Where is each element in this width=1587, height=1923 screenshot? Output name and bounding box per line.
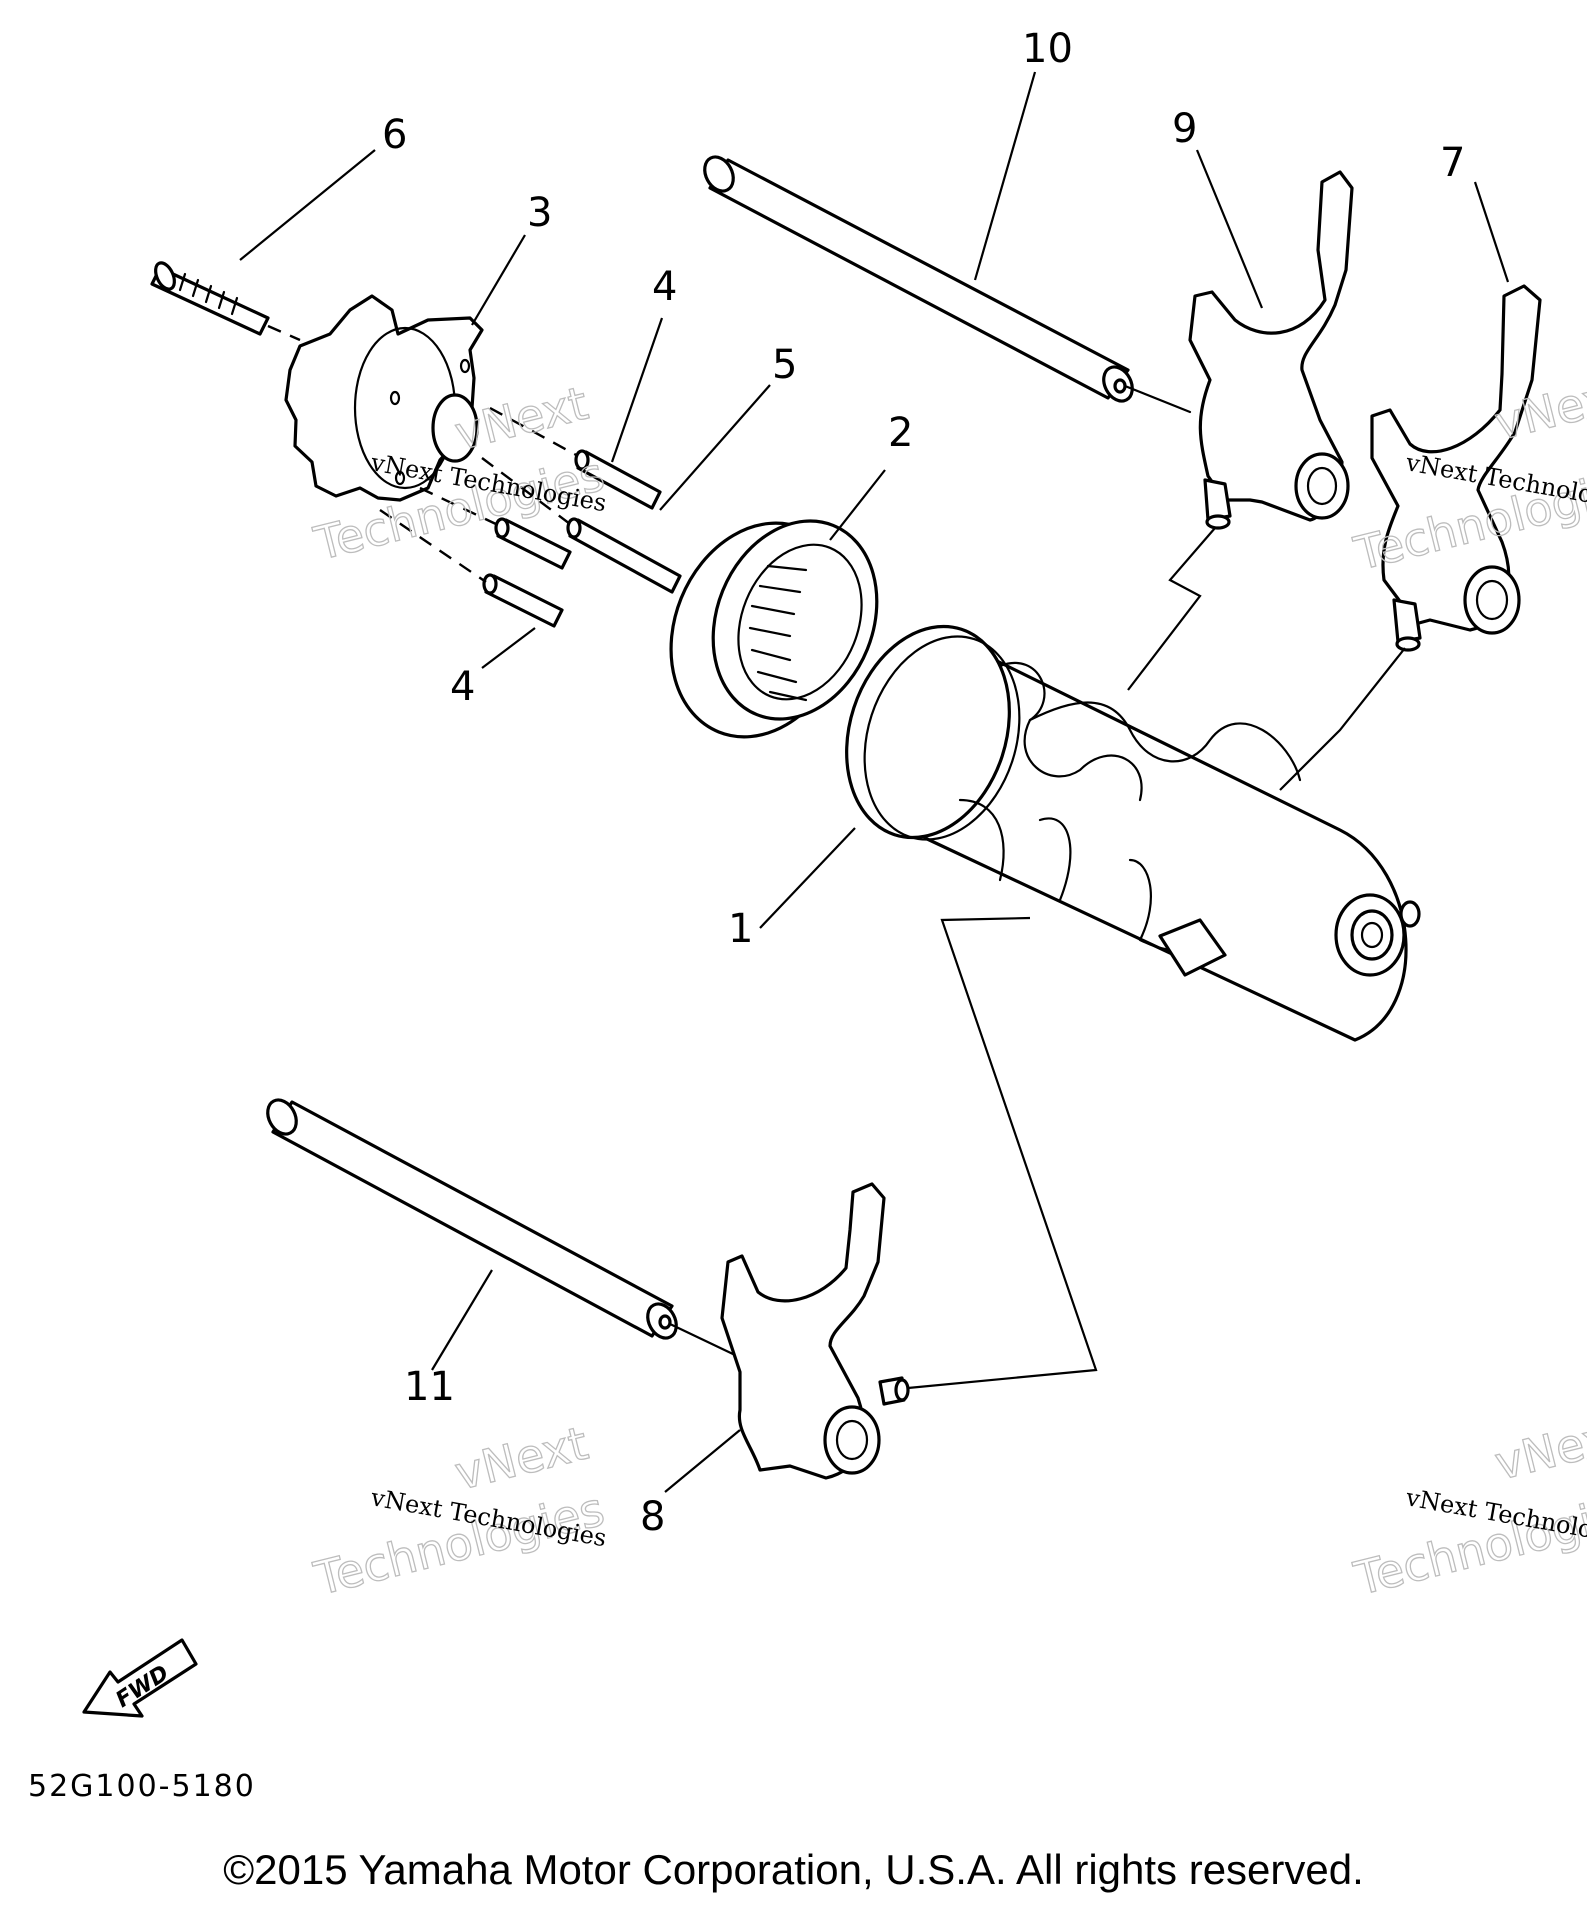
part-7-shift-fork <box>1370 284 1542 652</box>
watermark-right-lower: vNext Technologies vNext Technologies <box>1348 1405 1587 1606</box>
callout-4-upper: 4 <box>652 264 677 310</box>
part-1-shift-cam <box>845 624 1421 1042</box>
svg-text:vNext: vNext <box>1490 1406 1587 1491</box>
diagram-code: 52G100-5180 <box>28 1769 256 1804</box>
callout-7: 7 <box>1440 140 1465 186</box>
callout-9: 9 <box>1172 106 1197 152</box>
part-4-pin-middle <box>419 486 572 570</box>
watermark-left-lower: vNext Technologies vNext Technologies <box>308 1415 610 1606</box>
part-2-bearing <box>669 519 879 739</box>
part-9-shift-fork <box>1188 170 1354 530</box>
callout-8: 8 <box>640 1494 665 1540</box>
part-4-pin-lower <box>379 509 564 628</box>
leader-lines <box>239 71 1510 1493</box>
part-3-segment <box>284 294 484 502</box>
part-6-screw <box>150 261 301 342</box>
callout-2: 2 <box>888 410 913 456</box>
callout-4-lower: 4 <box>450 664 475 710</box>
callout-1: 1 <box>728 906 753 952</box>
callout-labels: 1 2 3 4 4 5 6 7 8 9 10 11 <box>382 26 1465 1540</box>
callout-5: 5 <box>772 342 797 388</box>
callout-11: 11 <box>404 1364 455 1410</box>
part-4-pin-upper <box>489 406 662 510</box>
fork-pin-connection-lines <box>907 527 1406 1390</box>
part-8-shift-fork <box>720 1182 910 1480</box>
callout-10: 10 <box>1022 26 1073 72</box>
part-10-shift-fork-shaft <box>703 155 1192 414</box>
part-11-shift-fork-shaft <box>266 1098 737 1357</box>
copyright-notice: ©2015 Yamaha Motor Corporation, U.S.A. A… <box>223 1846 1364 1893</box>
forward-direction-arrow-icon: FWD <box>82 1638 198 1718</box>
part-5-pin-long <box>481 457 682 594</box>
callout-6: 6 <box>382 112 407 158</box>
callout-3: 3 <box>527 190 552 236</box>
